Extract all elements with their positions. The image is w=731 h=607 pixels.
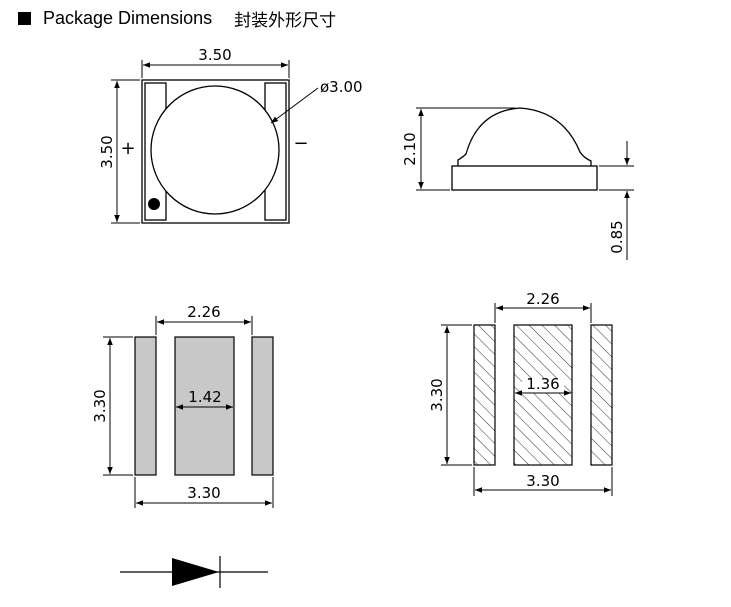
top-width-label: 3.50 <box>198 46 231 64</box>
side-base <box>451 165 598 191</box>
left-pad-center <box>174 336 235 476</box>
footprint-left: 2.26 1.42 3.30 3.30 <box>91 303 274 508</box>
top-view: 3.50 3.50 ø3.00 + − <box>98 46 363 224</box>
left-width-label: 3.30 <box>187 484 220 502</box>
side-dome <box>457 107 592 166</box>
minus-polarity-mark: − <box>293 133 308 154</box>
right-center-width-label: 1.36 <box>526 375 559 393</box>
polarity-dot <box>148 198 160 210</box>
heading-title-cn: 封装外形尺寸 <box>234 10 337 31</box>
left-pad-anode <box>134 336 157 476</box>
side-view: 2.10 0.85 <box>401 107 634 260</box>
right-height-label: 3.30 <box>428 378 446 411</box>
plus-polarity-mark: + <box>120 138 135 159</box>
diode-symbol-icon <box>120 556 268 588</box>
right-pad-cathode <box>590 324 613 466</box>
lens-leader-line <box>270 87 319 124</box>
lens-circle <box>150 85 280 215</box>
bullet-square-icon <box>18 11 31 25</box>
base-thickness-label: 0.85 <box>608 220 626 253</box>
lens-diameter-label: ø3.00 <box>320 78 363 96</box>
left-center-width-label: 1.42 <box>188 388 221 406</box>
package-outline <box>141 79 290 224</box>
left-pad-cathode <box>251 336 274 476</box>
right-gap-label: 2.26 <box>526 290 559 308</box>
footprint-right: 2.26 1.36 3.30 3.30 <box>428 290 613 496</box>
top-height-label: 3.50 <box>98 135 116 168</box>
section-heading: Package Dimensions 封装外形尺寸 <box>18 6 337 31</box>
side-height-label: 2.10 <box>401 132 419 165</box>
heading-title: Package Dimensions <box>43 7 213 28</box>
left-gap-label: 2.26 <box>187 303 220 321</box>
left-height-label: 3.30 <box>91 389 109 422</box>
right-pad-center <box>513 324 573 466</box>
right-width-label: 3.30 <box>526 472 559 490</box>
right-pad-anode <box>473 324 496 466</box>
